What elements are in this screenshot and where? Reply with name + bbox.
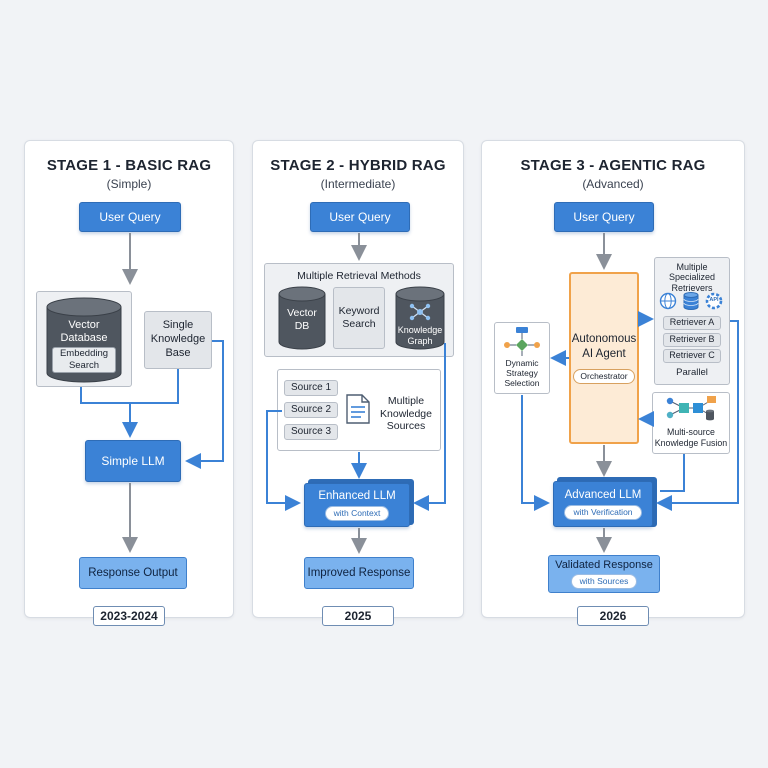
- stage-1-response-output[interactable]: Response Output: [79, 557, 187, 589]
- stage-1-panel: STAGE 1 - BASIC RAG (Simple) User Query …: [24, 140, 234, 626]
- stage-3-retriever-b[interactable]: Retriever B: [663, 333, 721, 347]
- stage-3-flowchart-icon: [504, 327, 540, 356]
- stage-2-retrieval-methods-title: Multiple Retrieval Methods: [297, 270, 421, 282]
- stage-3-subtitle: (Advanced): [582, 177, 644, 191]
- stage-1-subtitle: (Simple): [106, 177, 152, 191]
- stage-3-api-gear-icon: [705, 292, 723, 310]
- stage-3-advanced-llm[interactable]: Advanced LLM with Verification: [553, 481, 653, 527]
- stage-1-user-query[interactable]: User Query: [79, 202, 181, 232]
- stage-3-panel: STAGE 3 - AGENTIC RAG (Advanced) User Qu…: [481, 140, 745, 626]
- stage-3-retriever-a[interactable]: Retriever A: [663, 316, 721, 330]
- stage-2-user-query[interactable]: User Query: [310, 202, 410, 232]
- stage-3-api-label: API: [709, 297, 719, 303]
- stage-3-title: STAGE 3 - AGENTIC RAG: [520, 157, 706, 174]
- stage-3-year-badge: 2026: [577, 606, 649, 626]
- stage-3-orchestrator-tag: Orchestrator: [573, 369, 635, 384]
- stage-3-fusion-network-icon: [666, 396, 716, 421]
- stage-3-database-small-icon: [683, 292, 699, 310]
- stage-2-enhanced-llm[interactable]: Enhanced LLM with Context: [304, 483, 410, 527]
- stage-3-sources-tag: with Sources: [570, 574, 638, 589]
- stage-3-globe-icon: [659, 292, 677, 310]
- stage-2-document-icon: [346, 394, 370, 424]
- stage-2-title: STAGE 2 - HYBRID RAG: [270, 157, 446, 174]
- stage-2-source-1[interactable]: Source 1: [284, 380, 338, 396]
- stage-2-source-2[interactable]: Source 2: [284, 402, 338, 418]
- stage-2-panel: STAGE 2 - HYBRID RAG (Intermediate) User…: [252, 140, 464, 626]
- stage-2-improved-response[interactable]: Improved Response: [304, 557, 414, 589]
- stage-1-simple-llm[interactable]: Simple LLM: [85, 440, 181, 482]
- stage-3-validated-response[interactable]: Validated Response with Sources: [548, 555, 660, 593]
- stage-3-parallel-label: Parallel: [676, 367, 708, 378]
- stage-1-title: STAGE 1 - BASIC RAG: [46, 157, 212, 174]
- stage-3-llm-tag: with Verification: [564, 505, 642, 520]
- stage-2-year-badge: 2025: [322, 606, 394, 626]
- stage-2-llm-tag: with Context: [324, 506, 390, 521]
- stage-2-subtitle: (Intermediate): [320, 177, 396, 191]
- stage-3-retriever-c[interactable]: Retriever C: [663, 349, 721, 363]
- stage-3-user-query[interactable]: User Query: [554, 202, 654, 232]
- stage-2-vector-db-icon: [278, 286, 326, 350]
- stage-2-source-3[interactable]: Source 3: [284, 424, 338, 440]
- stage-1-year-badge: 2023-2024: [93, 606, 165, 626]
